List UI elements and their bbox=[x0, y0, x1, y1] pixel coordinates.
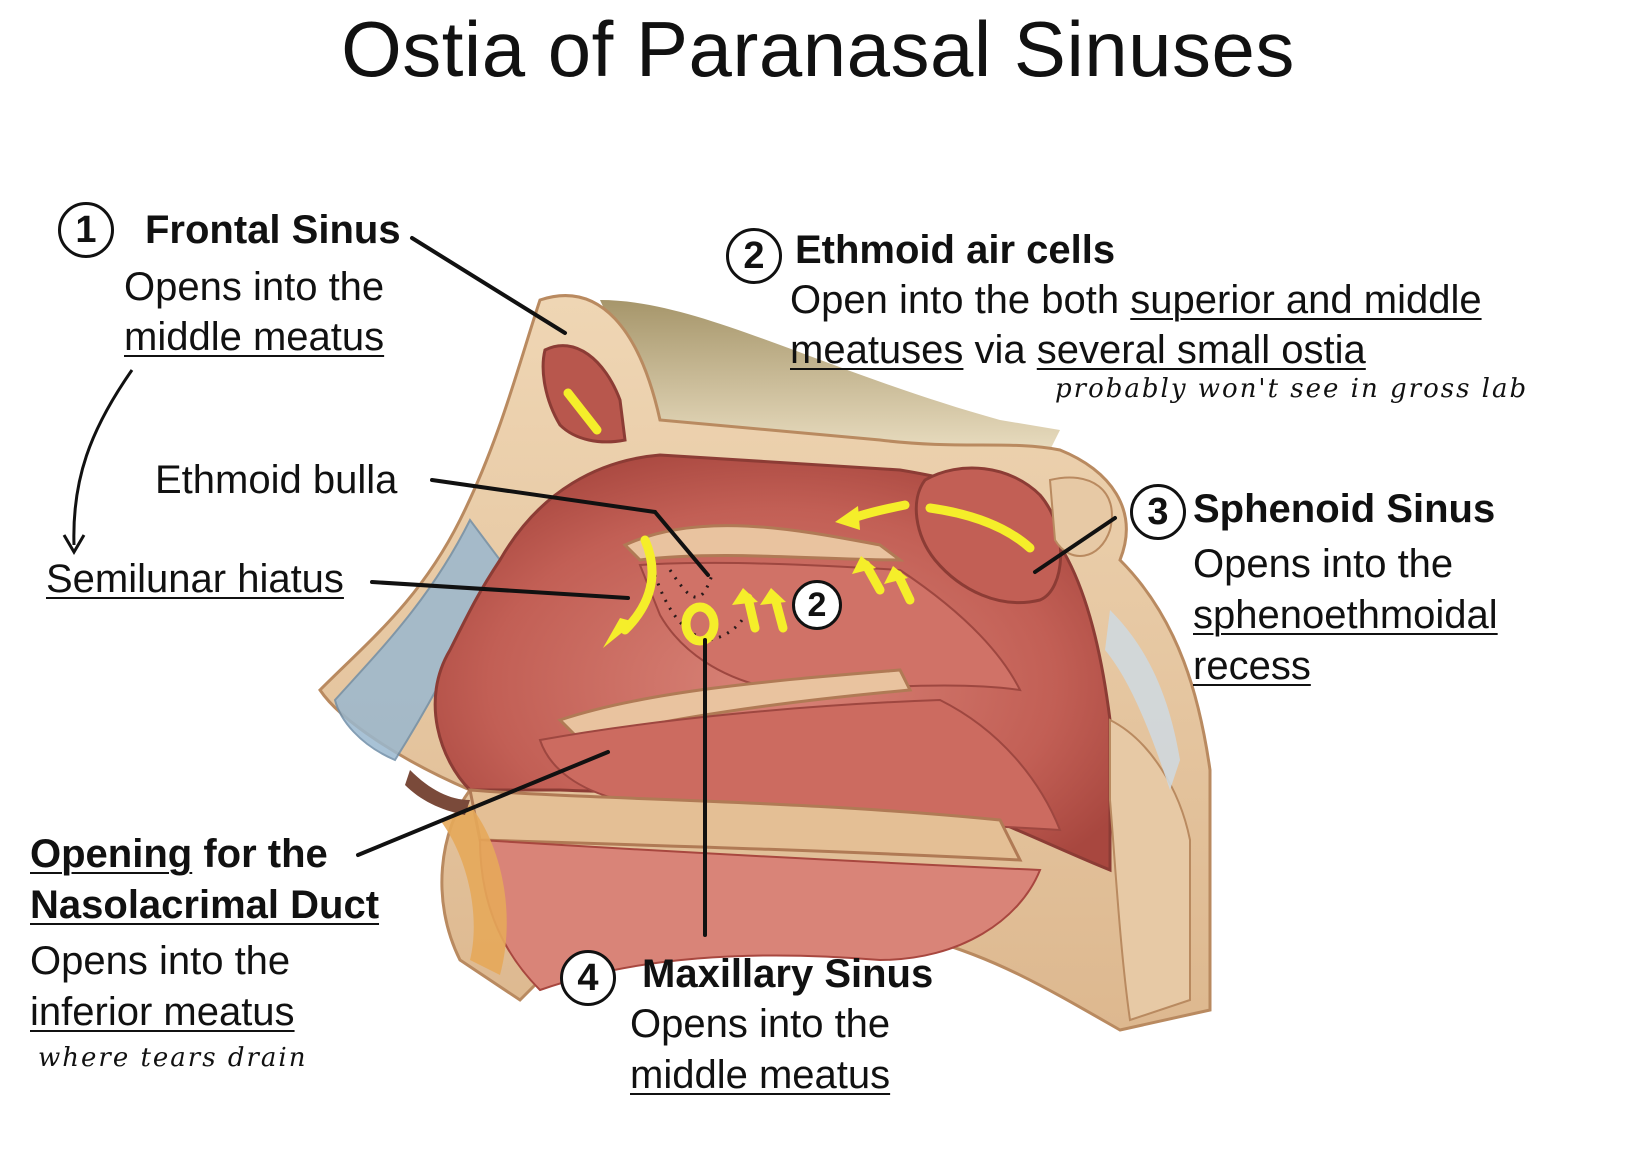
middle-turbinate bbox=[622, 524, 905, 562]
hard-palate bbox=[468, 788, 1023, 862]
posterior-bones bbox=[1109, 718, 1191, 1022]
maxillary-sinus-heading: Maxillary Sinus bbox=[642, 952, 934, 996]
middle-meatus-to-hiatus-arrowhead bbox=[62, 534, 86, 555]
leader-frontal bbox=[410, 236, 567, 335]
frontal-sinus-meatus: middle meatus bbox=[124, 315, 385, 359]
posterior-membrane bbox=[1105, 610, 1180, 790]
nostril bbox=[405, 770, 470, 815]
semilunar-hiatus-label: Semilunar hiatus bbox=[46, 557, 344, 601]
sphenoid-drain-curve bbox=[925, 503, 1035, 553]
nasolacrimal-heading-1: Opening for the bbox=[30, 832, 328, 877]
sphenoid-arrowhead bbox=[835, 506, 860, 530]
leader-sphenoid bbox=[1033, 516, 1117, 574]
leader-semilunar bbox=[370, 580, 630, 600]
leader-ethmoid-bulla-2 bbox=[653, 510, 710, 577]
lip-fat-layer bbox=[440, 805, 507, 975]
frontal-sinus-cavity bbox=[541, 344, 627, 444]
ethmoid-arrowhead-4 bbox=[884, 566, 908, 584]
ethmoid-line1-meatuses: superior and middle bbox=[1130, 278, 1482, 322]
frontal-drain-mark bbox=[563, 388, 602, 435]
ethmoid-cells-line1: Open into the both superior and middle bbox=[790, 278, 1482, 323]
leader-ethmoid-bulla-1 bbox=[430, 478, 657, 514]
nasolacrimal-meatus: inferior meatus bbox=[30, 990, 295, 1034]
ethmoid-cells-line2: meatuses via several small ostia bbox=[790, 328, 1366, 373]
ethmoid-line1-text: Open into the both bbox=[790, 278, 1131, 322]
maxillary-ostium-ring bbox=[681, 602, 719, 646]
sphenoid-recess-line2: recess bbox=[1193, 644, 1311, 688]
frontal-sinus-heading: Frontal Sinus bbox=[145, 208, 401, 252]
nasolacrimal-for-the: for the bbox=[192, 832, 328, 876]
number-badge-3: 3 bbox=[1130, 484, 1186, 540]
frontal-arrowhead bbox=[603, 618, 635, 648]
number-badge-4: 4 bbox=[560, 950, 616, 1006]
sphenoid-recess-line1: sphenoethmoidal bbox=[1193, 593, 1498, 637]
image-marker-2: 2 bbox=[792, 580, 842, 630]
ethmoid-cells-heading: Ethmoid air cells bbox=[795, 228, 1116, 272]
yellow-arrowheads bbox=[603, 506, 908, 648]
sphenoid-sinus-heading: Sphenoid Sinus bbox=[1193, 487, 1496, 531]
ethmoid-line2-via: via bbox=[963, 328, 1037, 372]
sphenoid-sinus-recess bbox=[1048, 476, 1113, 557]
leader-nasolacrimal bbox=[356, 750, 610, 857]
ethmoid-line2-meatuses: meatuses bbox=[790, 328, 964, 372]
ethmoid-bulla-label: Ethmoid bulla bbox=[155, 458, 398, 502]
nasolacrimal-heading-2: Nasolacrimal Duct bbox=[30, 883, 380, 927]
sphenoid-sinus-cavity bbox=[914, 466, 1063, 605]
maxillary-sinus-desc: Opens into the bbox=[630, 1002, 891, 1046]
lower-tissue bbox=[478, 838, 1042, 992]
middle-meatus-to-hiatus-arrow bbox=[72, 369, 134, 546]
ethmoid-arrowhead-1 bbox=[732, 588, 758, 605]
nasolacrimal-opening: Opening bbox=[30, 832, 193, 876]
nasolacrimal-desc: Opens into the bbox=[30, 939, 291, 983]
number-badge-2: 2 bbox=[726, 228, 782, 284]
hiatus-dotted-outline-2 bbox=[668, 569, 714, 599]
ethmoid-arrowhead-3 bbox=[852, 556, 876, 574]
middle-concha bbox=[638, 561, 1022, 692]
frontal-sinus-desc: Opens into the bbox=[124, 265, 385, 309]
number-badge-1: 1 bbox=[58, 202, 114, 258]
ethmoid-arrowhead-2 bbox=[760, 588, 786, 605]
nasolacrimal-handwritten-note: where tears drain bbox=[38, 1043, 308, 1073]
ethmoid-handwritten-note: probably won't see in gross lab bbox=[1055, 374, 1529, 404]
leader-lines bbox=[356, 236, 1117, 937]
sphenoid-sinus-desc: Opens into the bbox=[1193, 542, 1454, 586]
page-title: Ostia of Paranasal Sinuses bbox=[341, 5, 1295, 93]
maxillary-sinus-meatus: middle meatus bbox=[630, 1053, 891, 1097]
ethmoid-line2-ostia: several small ostia bbox=[1036, 328, 1366, 372]
